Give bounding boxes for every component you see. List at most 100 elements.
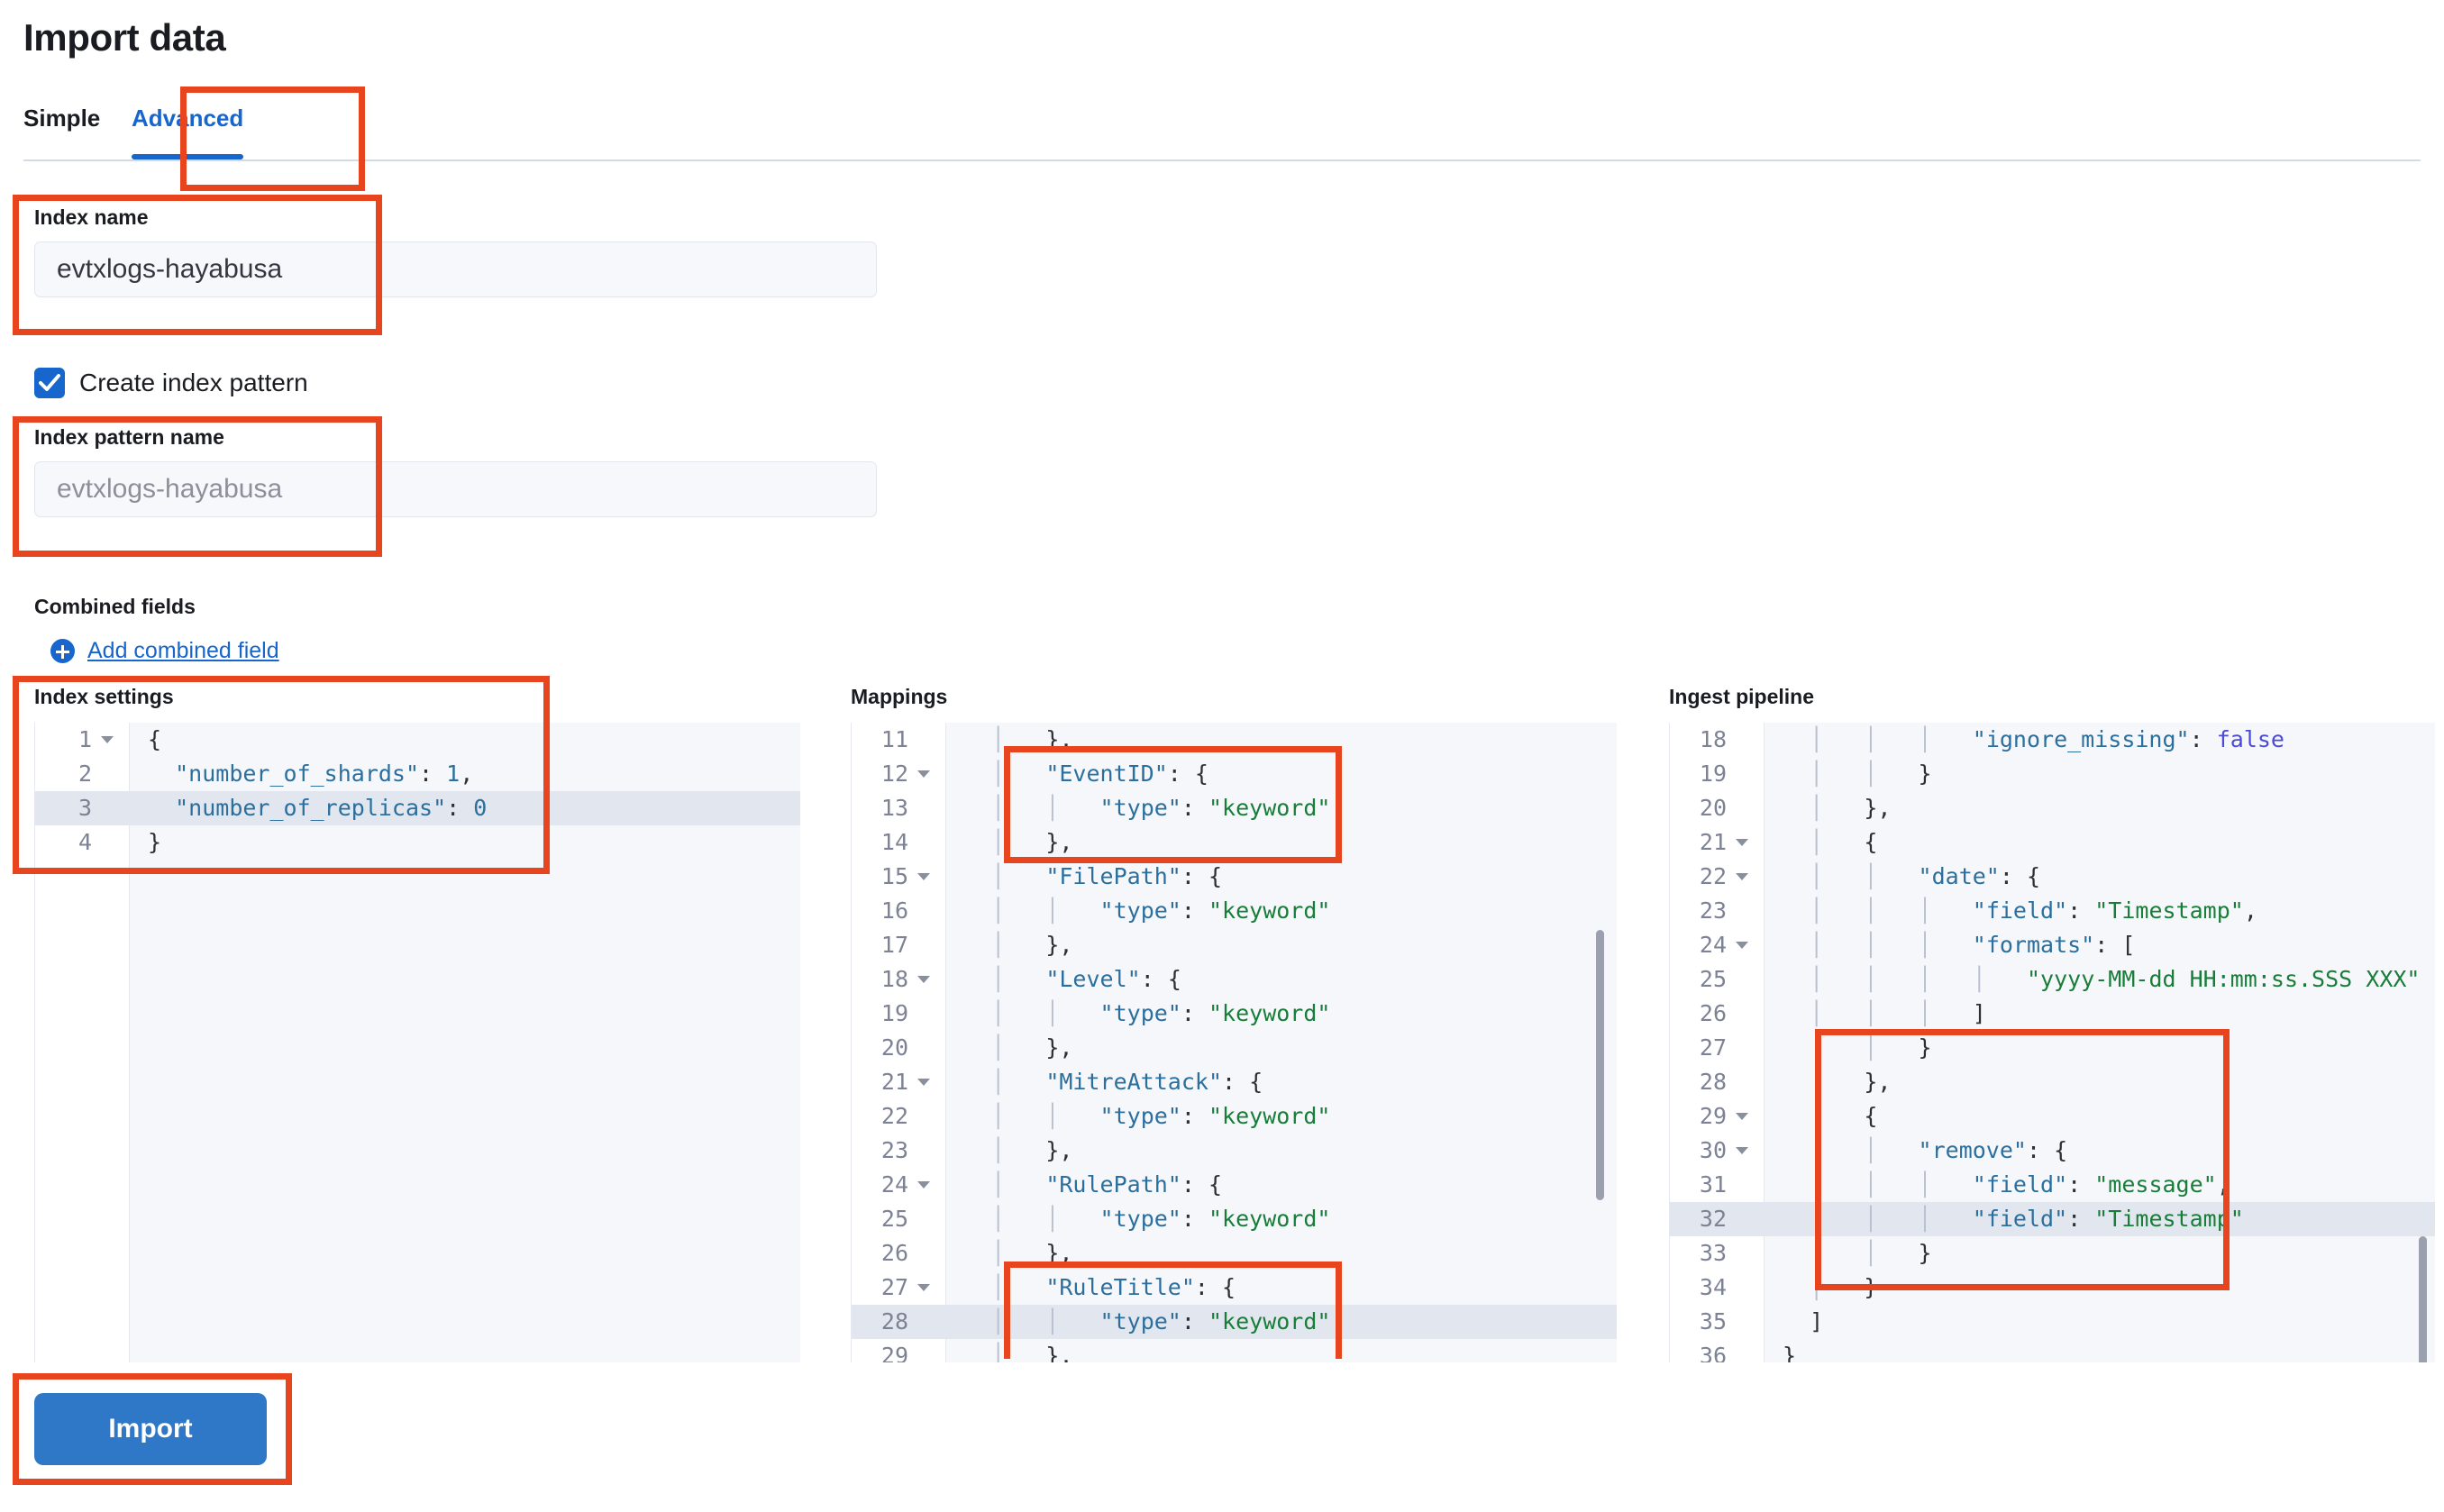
line-number: 22 — [880, 1103, 908, 1129]
code-fold-arrow-icon[interactable] — [101, 736, 114, 743]
code-text: │ }, — [1810, 795, 1892, 821]
tab-simple-label: Simple — [23, 105, 101, 132]
index-settings-editor[interactable]: 1{2 "number_of_shards": 1,3 "number_of_r… — [34, 723, 800, 1362]
create-index-pattern-checkbox[interactable] — [34, 368, 65, 398]
import-button[interactable]: Import — [34, 1393, 267, 1465]
line-number: 28 — [1699, 1069, 1727, 1095]
page-title: Import data — [23, 16, 226, 59]
code-text: │ │ │ │ "yyyy-MM-dd HH:mm:ss.SSS XXX" — [1810, 966, 2421, 992]
code-line — [852, 1305, 1617, 1339]
code-fold-arrow-icon[interactable] — [917, 1284, 930, 1291]
line-number: 21 — [1699, 829, 1727, 855]
code-fold-arrow-icon[interactable] — [1736, 839, 1748, 846]
tab-advanced-label: Advanced — [132, 105, 244, 132]
tab-simple[interactable]: Simple — [23, 99, 100, 160]
code-text: │ }, — [991, 1137, 1073, 1163]
line-number: 4 — [78, 829, 92, 855]
code-text: │ }, — [991, 726, 1073, 752]
line-number: 20 — [880, 1034, 908, 1061]
code-text: │ "FilePath": { — [991, 863, 1223, 889]
index-name-input[interactable]: evtxlogs-hayabusa — [34, 241, 877, 297]
code-text: │ │ "date": { — [1810, 863, 2041, 889]
code-fold-arrow-icon[interactable] — [917, 873, 930, 880]
line-number: 36 — [1699, 1343, 1727, 1362]
code-fold-arrow-icon[interactable] — [1736, 942, 1748, 949]
code-text: │ "MitreAttack": { — [991, 1069, 1263, 1095]
code-text: │ "EventID": { — [991, 761, 1208, 787]
code-text: │ │ │ "field": "message", — [1810, 1171, 2230, 1198]
code-text: │ │ │ ] — [1810, 1000, 1986, 1026]
line-number: 19 — [1699, 761, 1727, 787]
code-text: │ }, — [991, 1240, 1073, 1266]
line-number: 34 — [1699, 1274, 1727, 1300]
plus-circle-icon — [50, 639, 75, 663]
index-pattern-name-input[interactable]: evtxlogs-hayabusa — [34, 461, 877, 517]
line-number: 23 — [880, 1137, 908, 1163]
line-number: 3 — [78, 795, 92, 821]
tab-advanced-active-indicator — [132, 154, 244, 159]
add-combined-field-label: Add combined field — [87, 638, 279, 663]
code-text: │ │ "type": "keyword" — [991, 1000, 1331, 1026]
tab-bar: Simple Advanced — [23, 99, 2421, 161]
line-number: 11 — [880, 726, 908, 752]
line-number: 29 — [880, 1343, 908, 1362]
code-fold-arrow-icon[interactable] — [917, 1181, 930, 1189]
code-text: │ │ "type": "keyword" — [991, 897, 1331, 924]
line-number: 22 — [1699, 863, 1727, 889]
line-number: 24 — [880, 1171, 908, 1198]
code-text: │ │ "type": "keyword" — [991, 1308, 1331, 1334]
ingest-pipeline-editor[interactable]: 18 │ │ │ "ignore_missing": false 19 │ │ }… — [1669, 723, 2435, 1362]
line-number: 1 — [78, 726, 92, 752]
combined-fields-label: Combined fields — [34, 595, 196, 618]
code-fold-arrow-icon[interactable] — [917, 770, 930, 778]
line-number: 25 — [1699, 966, 1727, 992]
code-text: │ "Level": { — [991, 966, 1181, 992]
ingest-pipeline-scrollbar[interactable] — [2419, 1236, 2427, 1362]
create-index-pattern-row[interactable]: Create index pattern — [34, 368, 308, 398]
tab-underline — [23, 159, 2421, 161]
line-number: 35 — [1699, 1308, 1727, 1334]
mappings-editor[interactable]: 11 │ },12 │ "EventID": {13 │ │ "type": "… — [851, 723, 1617, 1362]
line-number: 29 — [1699, 1103, 1727, 1129]
line-number: 32 — [1699, 1206, 1727, 1232]
code-text: "number_of_replicas": 0 — [175, 795, 488, 821]
line-number: 18 — [1699, 726, 1727, 752]
code-text: │ │ "type": "keyword" — [991, 795, 1331, 821]
tab-advanced[interactable]: Advanced — [132, 99, 244, 160]
line-number: 12 — [880, 761, 908, 787]
add-combined-field-button[interactable]: Add combined field — [50, 638, 279, 664]
code-line — [35, 791, 800, 825]
code-text: │ │ │ "ignore_missing": false — [1810, 726, 2284, 752]
mappings-scrollbar[interactable] — [1596, 930, 1604, 1200]
checkmark-icon — [39, 374, 60, 391]
code-fold-arrow-icon[interactable] — [1736, 1113, 1748, 1120]
index-pattern-name-label: Index pattern name — [34, 425, 224, 449]
code-text: │ "RuleTitle": { — [991, 1274, 1236, 1300]
line-number: 33 — [1699, 1240, 1727, 1266]
ingest-pipeline-title: Ingest pipeline — [1669, 685, 1815, 708]
code-text: │ │ │ "field": "Timestamp" — [1810, 1206, 2244, 1232]
code-text: │ }, — [1810, 1069, 1892, 1095]
line-number: 23 — [1699, 897, 1727, 924]
code-text: │ } — [1810, 1274, 1878, 1300]
code-text: │ }, — [991, 829, 1073, 855]
code-fold-arrow-icon[interactable] — [917, 976, 930, 983]
code-text: │ │ } — [1810, 1240, 1932, 1266]
line-number: 19 — [880, 1000, 908, 1026]
line-number: 26 — [1699, 1000, 1727, 1026]
code-text: │ { — [1810, 1103, 1878, 1129]
line-number: 2 — [78, 761, 92, 787]
code-text: │ │ } — [1810, 1034, 1932, 1061]
create-index-pattern-label: Create index pattern — [79, 369, 308, 396]
code-fold-arrow-icon[interactable] — [1736, 873, 1748, 880]
line-number: 26 — [880, 1240, 908, 1266]
line-number: 28 — [880, 1308, 908, 1334]
code-text: │ │ "type": "keyword" — [991, 1103, 1331, 1129]
code-fold-arrow-icon[interactable] — [917, 1079, 930, 1086]
code-text: │ │ } — [1810, 761, 1932, 787]
code-text: │ "RulePath": { — [991, 1171, 1223, 1198]
code-text: │ }, — [991, 1343, 1073, 1362]
mappings-title: Mappings — [851, 685, 948, 708]
code-text: │ │ │ "field": "Timestamp", — [1810, 897, 2257, 924]
code-fold-arrow-icon[interactable] — [1736, 1147, 1748, 1154]
